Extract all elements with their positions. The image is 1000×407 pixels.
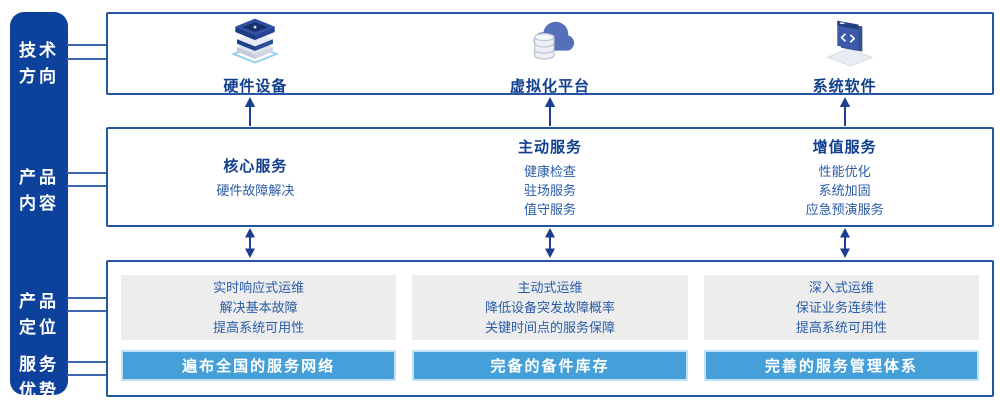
service-col-core: 核心服务 硬件故障解决 — [108, 129, 403, 225]
sidebar-item-tech-direction: 技术 方向 — [19, 41, 59, 87]
service-item: 驻场服务 — [524, 182, 577, 198]
connector-line — [67, 310, 107, 312]
double-arrow — [840, 228, 850, 258]
up-arrow — [839, 97, 851, 126]
double-arrow — [245, 228, 255, 258]
tech-label-virtualization: 虚拟化平台 — [510, 78, 591, 95]
positioning-panel: 深入式运维 保证业务连续性 提高系统可用性 — [703, 275, 979, 340]
positioning-panel: 实时响应式运维 解决基本故障 提高系统可用性 — [121, 275, 397, 340]
software-screen-icon — [816, 15, 874, 72]
positioning-line: 实时响应式运维 — [213, 279, 305, 295]
tech-label-hardware: 硬件设备 — [223, 78, 288, 95]
connector-line — [67, 44, 107, 46]
service-col-proactive: 主动服务 健康检查 驻场服务 值守服务 — [403, 129, 698, 225]
connector-line — [67, 374, 107, 376]
positioning-line: 提高系统可用性 — [213, 319, 305, 335]
sidebar: 技术 方向 产品 内容 产品 定位 服务 优势 — [10, 12, 68, 400]
server-stack-icon — [226, 15, 284, 72]
connector-line — [67, 58, 107, 60]
up-arrow — [544, 97, 556, 126]
service-col-value-added: 增值服务 性能优化 系统加固 应急预演服务 — [697, 129, 992, 225]
positioning-line: 降低设备突发故障概率 — [484, 299, 615, 315]
sidebar-item-product-positioning: 产品 定位 — [19, 292, 59, 338]
connector-line — [67, 185, 107, 187]
service-heading-proactive: 主动服务 — [518, 138, 583, 156]
positioning-line: 提高系统可用性 — [795, 319, 887, 335]
advantage-banner-network: 遍布全国的服务网络 — [121, 350, 397, 381]
positioning-line: 保证业务连续性 — [795, 299, 887, 315]
product-content-box: 核心服务 硬件故障解决 主动服务 健康检查 驻场服务 值守服务 增值服务 性能优… — [106, 127, 994, 227]
positioning-col-proactive: 主动式运维 降低设备突发故障概率 关键时间点的服务保障 完备的备件库存 — [412, 275, 688, 381]
service-item: 健康检查 — [524, 163, 577, 179]
service-heading-value-added: 增值服务 — [812, 138, 877, 156]
advantage-banner-management: 完善的服务管理体系 — [703, 350, 979, 381]
connector-line — [67, 297, 107, 299]
positioning-panel: 主动式运维 降低设备突发故障概率 关键时间点的服务保障 — [412, 275, 688, 340]
positioning-line: 解决基本故障 — [219, 299, 298, 315]
double-arrow — [545, 228, 555, 258]
service-item: 硬件故障解决 — [216, 182, 295, 198]
sidebar-item-product-content: 产品 内容 — [19, 168, 59, 214]
tech-direction-box: 硬件设备 虚拟化平台 — [106, 12, 994, 95]
service-item: 系统加固 — [818, 182, 871, 198]
connector-line — [67, 361, 107, 363]
positioning-line: 关键时间点的服务保障 — [484, 319, 615, 335]
service-item: 应急预演服务 — [805, 201, 884, 217]
tech-col-hardware: 硬件设备 — [108, 14, 403, 95]
tech-col-virtualization: 虚拟化平台 — [403, 14, 698, 95]
positioning-advantage-box: 实时响应式运维 解决基本故障 提高系统可用性 遍布全国的服务网络 主动式运维 降… — [106, 260, 994, 397]
connector-line — [67, 172, 107, 174]
tech-label-software: 系统软件 — [812, 78, 877, 95]
service-item: 性能优化 — [818, 163, 871, 179]
service-heading-core: 核心服务 — [223, 157, 288, 175]
positioning-col-realtime: 实时响应式运维 解决基本故障 提高系统可用性 遍布全国的服务网络 — [121, 275, 397, 381]
up-arrow — [244, 97, 256, 126]
sidebar-item-service-advantage: 服务 优势 — [19, 355, 59, 401]
advantage-banner-spares: 完备的备件库存 — [412, 350, 688, 381]
positioning-line: 深入式运维 — [808, 279, 874, 295]
cloud-database-icon — [521, 15, 579, 72]
positioning-col-deep: 深入式运维 保证业务连续性 提高系统可用性 完善的服务管理体系 — [703, 275, 979, 381]
service-item: 值守服务 — [524, 201, 577, 217]
positioning-line: 主动式运维 — [517, 279, 583, 295]
tech-col-software: 系统软件 — [697, 14, 992, 95]
